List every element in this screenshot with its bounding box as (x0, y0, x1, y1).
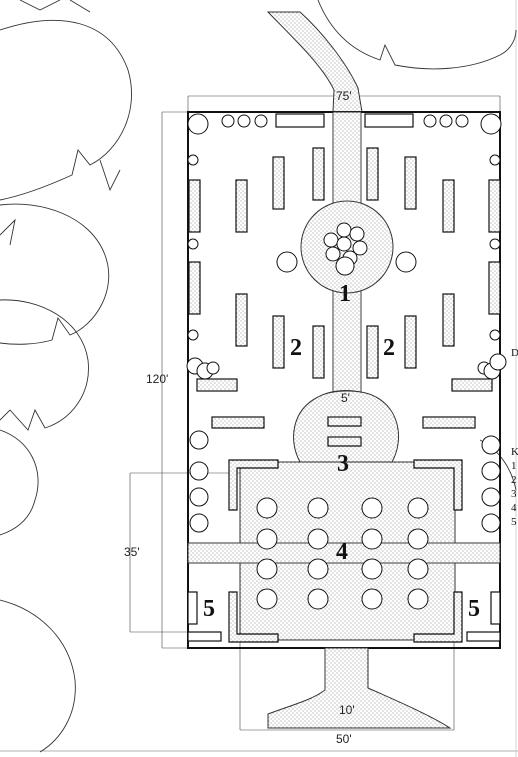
inner-walls (228, 459, 463, 643)
dim-bottom-width: 50' (336, 732, 352, 746)
tree-spike-1 (99, 159, 121, 192)
tree-canopy-left-upper (0, 203, 110, 345)
side-letter-d: D (511, 347, 518, 359)
plaza-tree-left (276, 251, 298, 273)
tree-canopy-top-left (0, 19, 132, 201)
zone-label-2-left: 2 (290, 335, 302, 361)
tree-canopy-top-right (317, 0, 517, 70)
dim-side-offset: 35' (124, 545, 140, 559)
zone-label-4: 4 (336, 539, 348, 565)
zone-label-3: 3 (337, 451, 349, 477)
event-tables (256, 497, 429, 610)
dim-entry-width: 10' (339, 703, 355, 717)
dim-path-width: 5' (341, 391, 350, 405)
dim-height: 120' (146, 372, 168, 386)
corner-structures (187, 591, 501, 642)
fountain-cluster (323, 222, 368, 276)
planter-circles (186, 113, 507, 533)
tree-canopy-bottom-left (0, 599, 76, 753)
zone-label-5-left: 5 (203, 596, 215, 622)
key-item-5: 5 (511, 516, 517, 528)
key-item-4: 4 (511, 502, 517, 514)
tree-spike-2 (0, 218, 16, 246)
key-heading: K (511, 446, 518, 458)
tree-canopy-left-middle (0, 299, 89, 431)
horizontal-benches (196, 113, 493, 447)
tree-branch-top (19, 0, 91, 13)
zone-label-1: 1 (339, 281, 351, 307)
key-item-3: 3 (511, 488, 517, 500)
dim-top-width: 75' (336, 89, 352, 103)
south-entry-path (267, 647, 452, 729)
zone-label-2-right: 2 (383, 335, 395, 361)
plaza-tree-right (395, 251, 417, 273)
zone-label-5-right: 5 (468, 596, 480, 622)
key-item-2: 2 (511, 474, 517, 486)
tree-canopy-left-lower (0, 429, 39, 536)
vertical-benches (188, 147, 501, 379)
key-item-1: 1 (511, 460, 517, 472)
